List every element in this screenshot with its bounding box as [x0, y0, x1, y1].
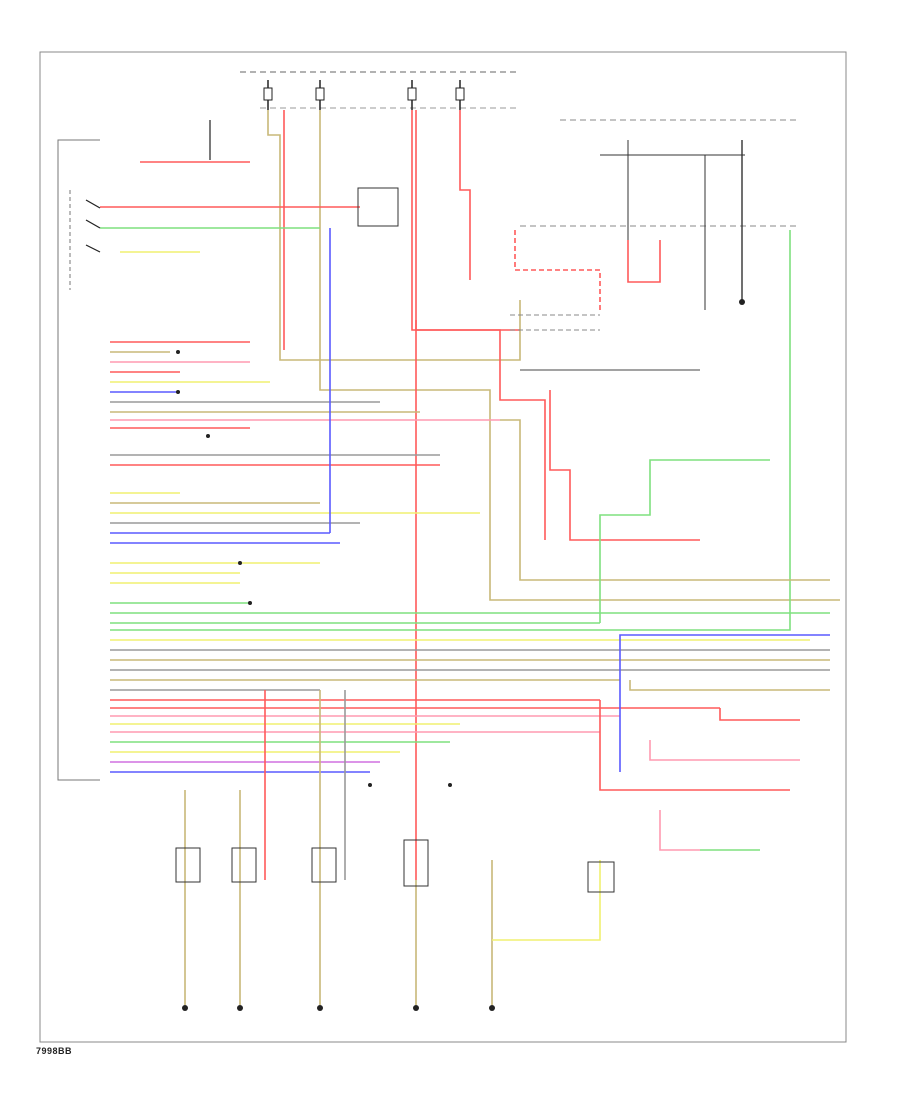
green-wire-right: [110, 230, 791, 631]
switch-component: [311, 847, 337, 883]
red-cluster: [659, 810, 700, 851]
tan-right-lower: [629, 680, 830, 691]
ground-icon: [489, 1005, 495, 1011]
blue-wire-right: [619, 634, 830, 772]
red-right-lower: [599, 700, 790, 791]
ground-icon: [317, 1005, 323, 1011]
ground-icon: [182, 1005, 188, 1011]
ground-icon: [739, 299, 745, 305]
fuse-icon: [263, 87, 273, 101]
position-switch: [587, 861, 615, 893]
red-dashed-run: [514, 230, 601, 310]
fuse-icon: [455, 87, 465, 101]
red-to-module: [549, 390, 700, 541]
pink-right-lower: [649, 740, 800, 761]
diagram-border: [39, 51, 847, 1043]
tan-wire-right: [500, 419, 830, 581]
switch-contacts: [85, 199, 101, 253]
sensor-component: [403, 839, 429, 887]
switch-component: [231, 847, 257, 883]
fuse-icon-group: [263, 87, 465, 101]
red-right-lower-2: [719, 708, 800, 721]
connector-bus: [110, 341, 830, 773]
relay-box: [357, 187, 399, 227]
ground-symbols: [182, 299, 745, 1011]
red-loop-right: [627, 240, 661, 283]
red-lower-run: [415, 320, 546, 540]
bottom-components: [175, 839, 615, 893]
connector-dots: [176, 350, 452, 787]
ground-drops: [184, 690, 601, 1005]
fuse-group: [267, 80, 461, 110]
fuse-icon: [407, 87, 417, 101]
diagram-code: 7998BB: [36, 1046, 73, 1056]
ground-icon: [413, 1005, 419, 1011]
module-bracket: [57, 139, 100, 781]
switch-component: [175, 847, 201, 883]
ground-icon: [237, 1005, 243, 1011]
fuse-icon: [315, 87, 325, 101]
green-wire-loop: [599, 459, 770, 623]
